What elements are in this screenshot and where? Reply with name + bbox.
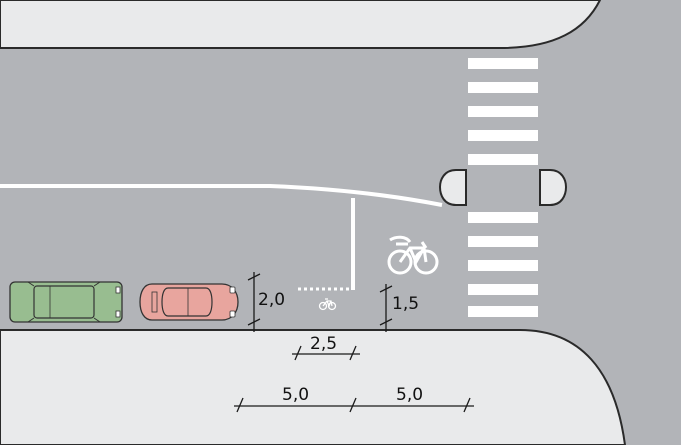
zebra-stripe [468, 212, 538, 223]
refuge-island [438, 169, 568, 206]
zebra-stripe [468, 236, 538, 247]
dimension-label-setback-b: 5,0 [396, 385, 423, 405]
zebra-stripe [468, 260, 538, 271]
zebra-stripe [468, 284, 538, 295]
refuge-island-left [438, 169, 467, 206]
dimension-label-bike-lane-offset: 1,5 [392, 294, 419, 314]
dimension-bike-lane-offset [379, 284, 393, 332]
zebra-stripe [468, 58, 538, 69]
dimension-waiting-width [292, 345, 360, 361]
zebra-stripe [468, 106, 538, 117]
dimension-setbacks [234, 397, 474, 413]
zebra-crossing [468, 58, 538, 317]
sidewalk-top-left [0, 0, 602, 49]
compact-car-icon [139, 283, 239, 321]
zebra-stripe [468, 154, 538, 165]
zebra-stripe [468, 306, 538, 317]
sedan-car-icon [9, 281, 123, 323]
edge-line [0, 184, 443, 207]
bicycle-icon [387, 235, 439, 275]
sidewalk-bottom [0, 329, 627, 445]
dimension-label-parking-depth: 2,0 [258, 290, 285, 310]
dimension-label-waiting-width: 2,5 [310, 334, 337, 354]
refuge-island-right [539, 169, 568, 206]
dimension-label-setback-a: 5,0 [282, 385, 309, 405]
zebra-stripe [468, 130, 538, 141]
dimension-parking-depth [247, 272, 261, 332]
bicycle-small-icon [318, 298, 337, 311]
zebra-stripe [468, 82, 538, 93]
